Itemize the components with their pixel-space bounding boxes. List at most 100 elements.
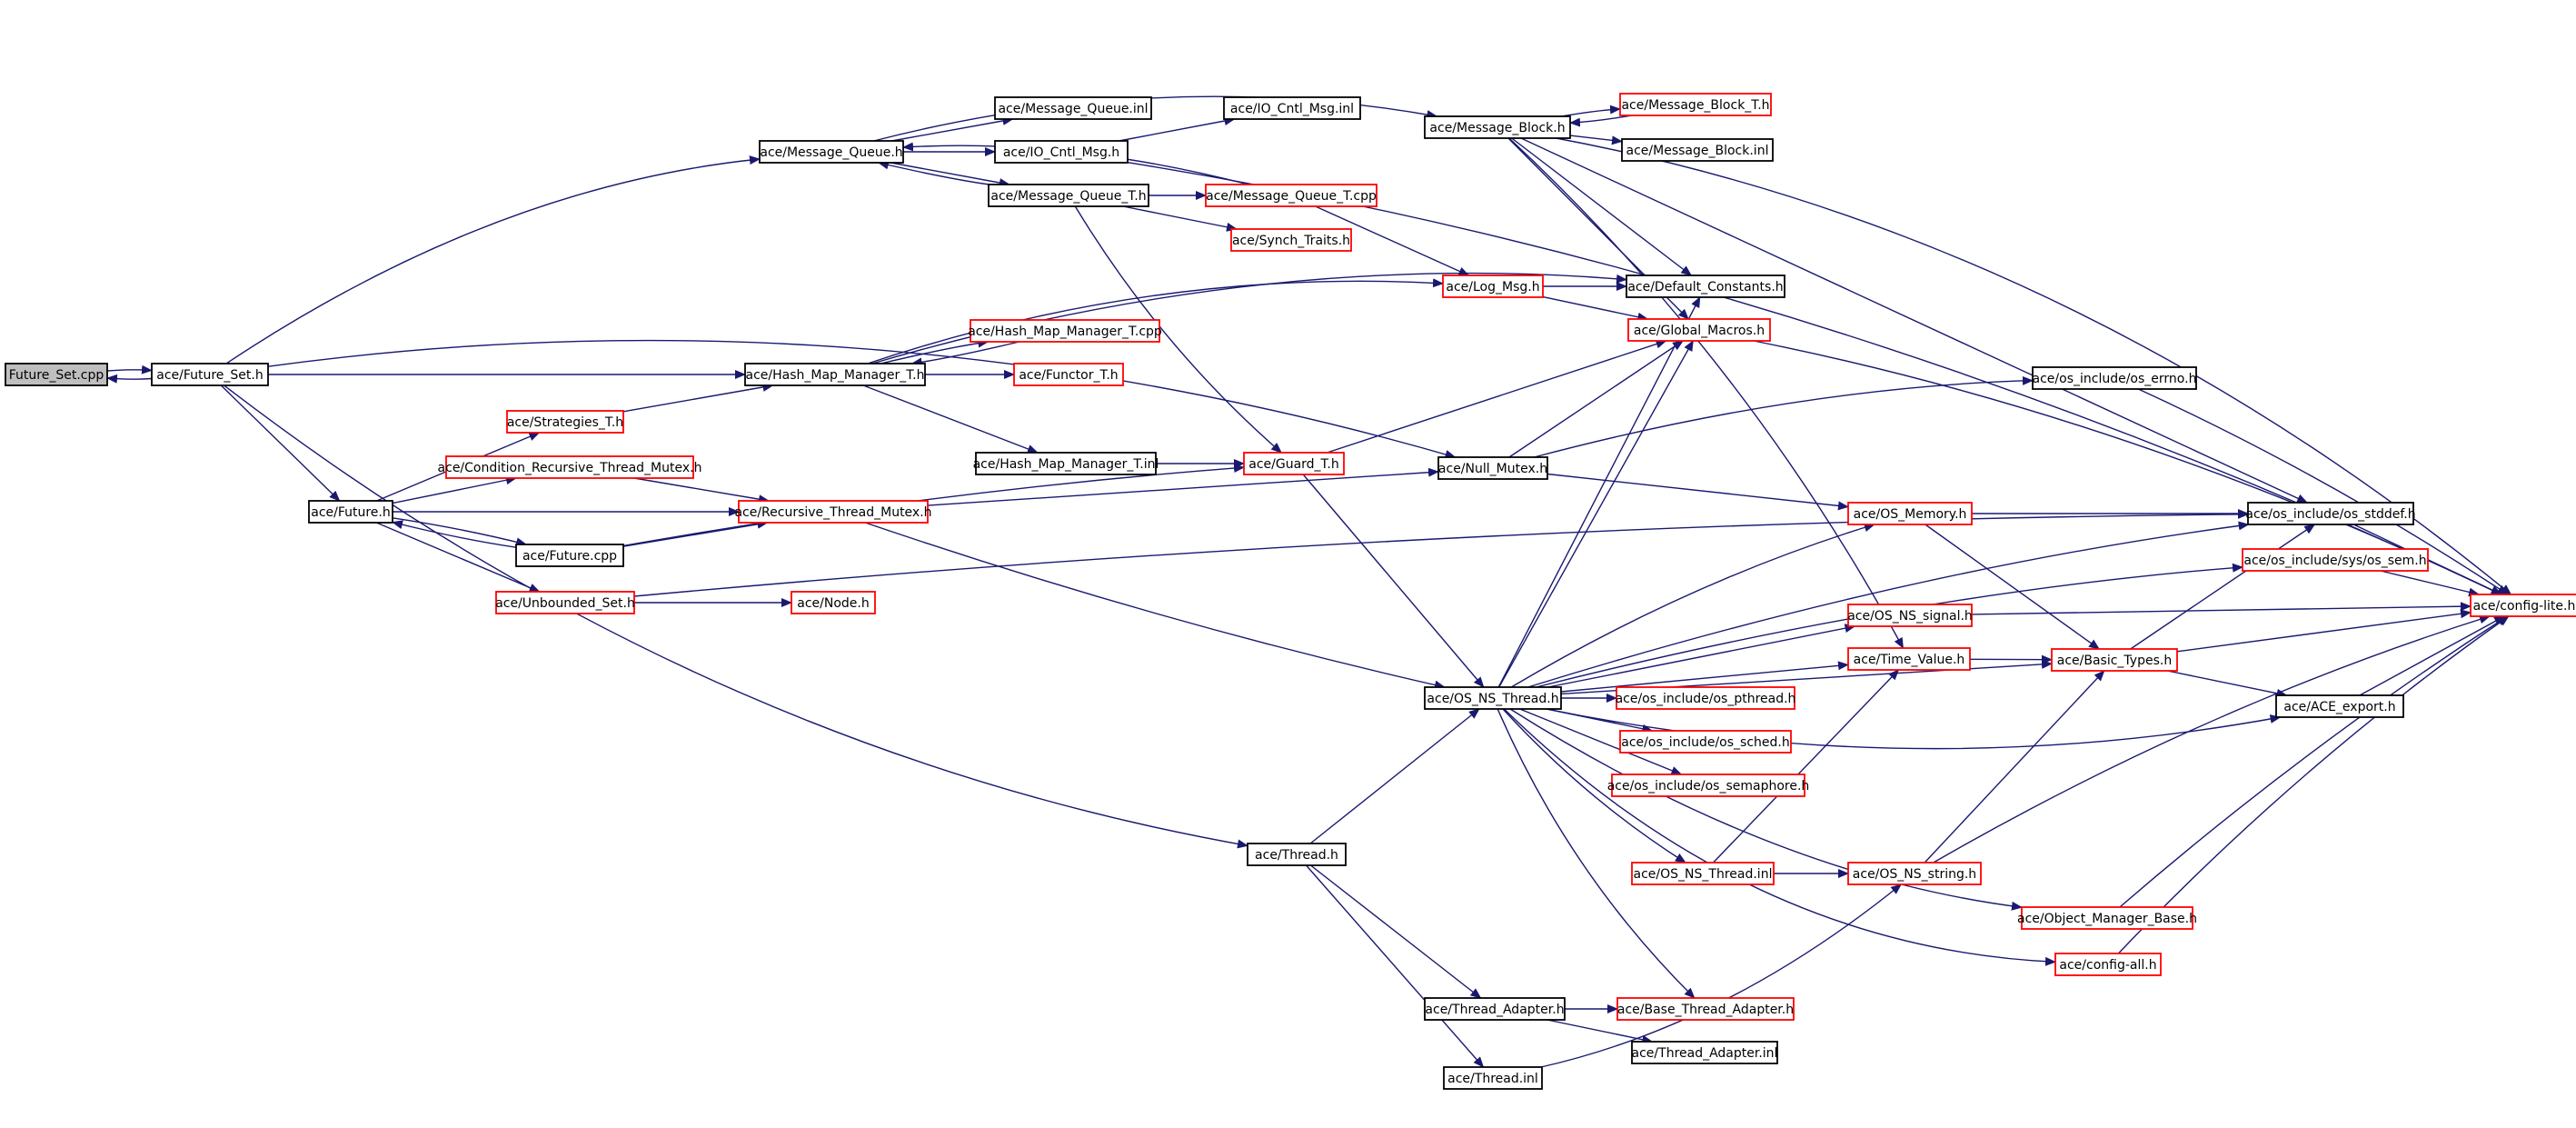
node-message-block-t-h[interactable]: ace/Message_Block_T.h xyxy=(1619,93,1772,116)
node-message-queue-t-h[interactable]: ace/Message_Queue_T.h xyxy=(988,184,1149,207)
node-label: ace/Thread.h xyxy=(1255,848,1338,863)
edge-os_ns_thread_h-to-global_macros_h xyxy=(1498,340,1694,688)
edge-guard_t_h-to-global_macros_h xyxy=(1327,339,1667,454)
node-box xyxy=(1627,318,1771,342)
node-synch-traits-h[interactable]: ace/Synch_Traits.h xyxy=(1230,228,1352,252)
node-label: ace/Thread_Adapter.h xyxy=(1425,1003,1564,1017)
edge-io_cntl_msg_h-to-io_cntl_msg_inl xyxy=(1119,116,1236,142)
node-os-ns-signal-h[interactable]: ace/OS_NS_signal.h xyxy=(1847,604,1973,627)
node-thread-h[interactable]: ace/Thread.h xyxy=(1247,843,1347,866)
node-io-cntl-msg-h[interactable]: ace/IO_Cntl_Msg.h xyxy=(994,140,1129,164)
node-box xyxy=(151,363,269,386)
edge-message_queue_h-to-message_queue_t_h xyxy=(890,162,1010,187)
node-recursive-thread-mutex-h[interactable]: ace/Recursive_Thread_Mutex.h xyxy=(734,500,932,524)
node-strategies-t-h[interactable]: ace/Strategies_T.h xyxy=(506,410,624,434)
edge-unbounded_set_h-to-os_stddef_h xyxy=(633,509,2249,597)
edge-future_set_h-to-null_mutex_h xyxy=(267,339,1457,459)
edge-os_sem_h-to-config_lite_h xyxy=(2380,570,2481,597)
node-label: ace/Future.cpp xyxy=(522,549,617,564)
node-box xyxy=(970,319,1160,343)
edge-basic_types_h-to-ace_export_h xyxy=(2167,670,2288,698)
node-default-constants-h[interactable]: ace/Default_Constants.h xyxy=(1626,275,1785,298)
node-os-memory-h[interactable]: ace/OS_Memory.h xyxy=(1847,502,1973,525)
node-os-semaphore-h[interactable]: ace/os_include/os_semaphore.h xyxy=(1607,774,1810,797)
edge-basic_types_h-to-config_lite_h xyxy=(2176,609,2472,653)
node-hash-map-manager-t-cpp[interactable]: ace/Hash_Map_Manager_T.cpp xyxy=(968,319,1162,343)
node-box xyxy=(1424,686,1562,710)
edge-future_cpp-to-recursive_thread_mutex_h xyxy=(622,519,769,547)
node-os-sched-h[interactable]: ace/os_include/os_sched.h xyxy=(1619,730,1792,754)
node-box xyxy=(1230,228,1352,252)
node-object-manager-base-h[interactable]: ace/Object_Manager_Base.h xyxy=(2017,906,2197,930)
node-log-msg-h[interactable]: ace/Log_Msg.h xyxy=(1442,275,1544,298)
edge-os_memory_h-to-basic_types_h xyxy=(1925,524,2101,650)
node-thread-adapter-inl[interactable]: ace/Thread_Adapter.inl xyxy=(1631,1041,1778,1064)
edge-future_cpp-to-future_h xyxy=(392,520,517,548)
node-box xyxy=(1847,604,1973,627)
node-hash-map-manager-t-inl[interactable]: ace/Hash_Map_Manager_T.inl xyxy=(973,452,1159,475)
edge-os_ns_thread_h-to-os_semaphore_h xyxy=(1519,708,1683,775)
node-message-queue-t-cpp[interactable]: ace/Message_Queue_T.cpp xyxy=(1205,184,1378,207)
node-ace-export-h[interactable]: ace/ACE_export.h xyxy=(2275,694,2404,718)
edge-future_set_cpp-to-future_set_h xyxy=(106,364,153,374)
node-label: ace/Log_Msg.h xyxy=(1446,280,1539,294)
node-config-lite-h[interactable]: ace/config-lite.h xyxy=(2470,594,2576,617)
node-thread-adapter-h[interactable]: ace/Thread_Adapter.h xyxy=(1424,997,1566,1021)
node-functor-t-h[interactable]: ace/Functor_T.h xyxy=(1013,363,1124,386)
edge-io_cntl_msg_h-to-config_lite_h xyxy=(1127,162,2502,595)
node-os-errno-h[interactable]: ace/os_include/os_errno.h xyxy=(2032,366,2197,390)
node-box xyxy=(2054,953,2162,976)
node-label: ace/Message_Queue.h xyxy=(760,145,902,160)
edge-message_block_h-to-time_value_h xyxy=(1508,137,1905,649)
node-label: ace/Unbounded_Set.h xyxy=(495,596,635,611)
node-base-thread-adapter-h[interactable]: ace/Base_Thread_Adapter.h xyxy=(1616,997,1795,1021)
node-message-queue-h[interactable]: ace/Message_Queue.h xyxy=(759,140,904,164)
node-config-all-h[interactable]: ace/config-all.h xyxy=(2054,953,2162,976)
node-label: ace/Global_Macros.h xyxy=(1634,324,1765,338)
node-message-block-h[interactable]: ace/Message_Block.h xyxy=(1424,115,1571,139)
node-hash-map-manager-t-h[interactable]: ace/Hash_Map_Manager_T.h xyxy=(744,363,926,386)
node-label: ace/Base_Thread_Adapter.h xyxy=(1617,1003,1794,1017)
node-io-cntl-msg-inl[interactable]: ace/IO_Cntl_Msg.inl xyxy=(1223,96,1361,120)
node-global-macros-h[interactable]: ace/Global_Macros.h xyxy=(1627,318,1771,342)
node-box xyxy=(1013,363,1124,386)
node-null-mutex-h[interactable]: ace/Null_Mutex.h xyxy=(1437,456,1548,480)
edge-os_ns_thread_h-to-object_manager_base_h xyxy=(1509,708,2023,911)
node-label: ace/os_include/os_pthread.h xyxy=(1616,692,1796,706)
edge-guard_t_h-to-os_ns_thread_h xyxy=(1302,474,1485,688)
node-unbounded-set-h[interactable]: ace/Unbounded_Set.h xyxy=(495,591,635,614)
node-future-h[interactable]: ace/Future.h xyxy=(308,500,393,524)
node-box xyxy=(1243,452,1345,475)
node-guard-t-h[interactable]: ace/Guard_T.h xyxy=(1243,452,1345,475)
node-basic-types-h[interactable]: ace/Basic_Types.h xyxy=(2051,648,2178,672)
edge-hash_map_manager_t_h-to-hash_map_manager_t_cpp xyxy=(880,338,990,364)
node-box xyxy=(988,184,1149,207)
node-label: ace/Future_Set.h xyxy=(156,368,264,383)
node-os-pthread-h[interactable]: ace/os_include/os_pthread.h xyxy=(1616,686,1796,710)
node-os-sem-h[interactable]: ace/os_include/sys/os_sem.h xyxy=(2242,548,2429,572)
node-box xyxy=(495,591,635,614)
node-os-stddef-h[interactable]: ace/os_include/os_stddef.h xyxy=(2245,502,2416,525)
node-os-ns-string-h[interactable]: ace/OS_NS_string.h xyxy=(1847,862,1982,885)
node-os-ns-thread-inl[interactable]: ace/OS_NS_Thread.inl xyxy=(1631,862,1775,885)
node-label: ace/Object_Manager_Base.h xyxy=(2017,912,2197,926)
node-thread-inl[interactable]: ace/Thread.inl xyxy=(1443,1066,1543,1090)
edge-future_set_h-to-message_queue_h xyxy=(225,155,761,364)
node-cond-rec-thread-mutex-h[interactable]: ace/Condition_Recursive_Thread_Mutex.h xyxy=(438,455,702,479)
node-future-cpp[interactable]: ace/Future.cpp xyxy=(515,544,624,567)
edge-os_ns_string_h-to-config_lite_h xyxy=(1933,614,2491,863)
edge-message_block_t_h-to-message_block_h xyxy=(1569,115,1632,127)
node-time-value-h[interactable]: ace/Time_Value.h xyxy=(1847,647,1971,671)
node-message-queue-inl[interactable]: ace/Message_Queue.inl xyxy=(994,96,1152,120)
edge-message_block_h-to-os_stddef_h xyxy=(1520,137,2309,504)
node-message-block-inl[interactable]: ace/Message_Block.inl xyxy=(1621,138,1774,162)
edge-hash_map_manager_t_h-to-hash_map_manager_t_inl xyxy=(862,384,1039,454)
node-label: ace/IO_Cntl_Msg.inl xyxy=(1230,102,1354,116)
node-future-set-h[interactable]: ace/Future_Set.h xyxy=(151,363,269,386)
node-node-h[interactable]: ace/Node.h xyxy=(791,591,876,614)
edge-os_ns_thread_h-to-time_value_h xyxy=(1560,661,1849,693)
node-box xyxy=(791,591,876,614)
node-os-ns-thread-h[interactable]: ace/OS_NS_Thread.h xyxy=(1424,686,1562,710)
